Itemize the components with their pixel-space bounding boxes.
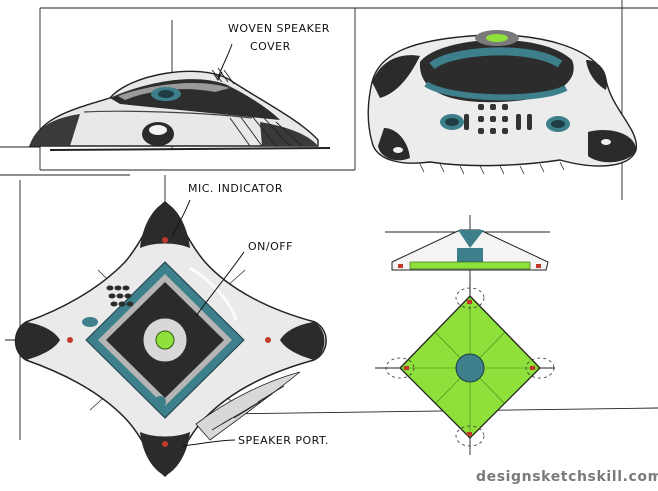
perspective-view-sketch [367,30,637,175]
watermark-url: designsketchskill.com [476,469,658,485]
annotation-woven-speaker-cover-line2: COVER [250,40,291,53]
annotation-speaker-port: SPEAKER PORT. [238,434,329,447]
callout-leaders [171,43,245,447]
side-view-sketch [29,67,319,147]
annotation-woven-speaker-cover-line1: WOVEN SPEAKER [228,22,330,35]
section-diagram [391,229,549,271]
annotation-mic-indicator: MIC. INDICATOR [188,182,283,195]
layout-diagram [385,287,555,447]
annotation-on-off: ON/OFF [248,240,293,253]
top-view-sketch [14,201,327,478]
